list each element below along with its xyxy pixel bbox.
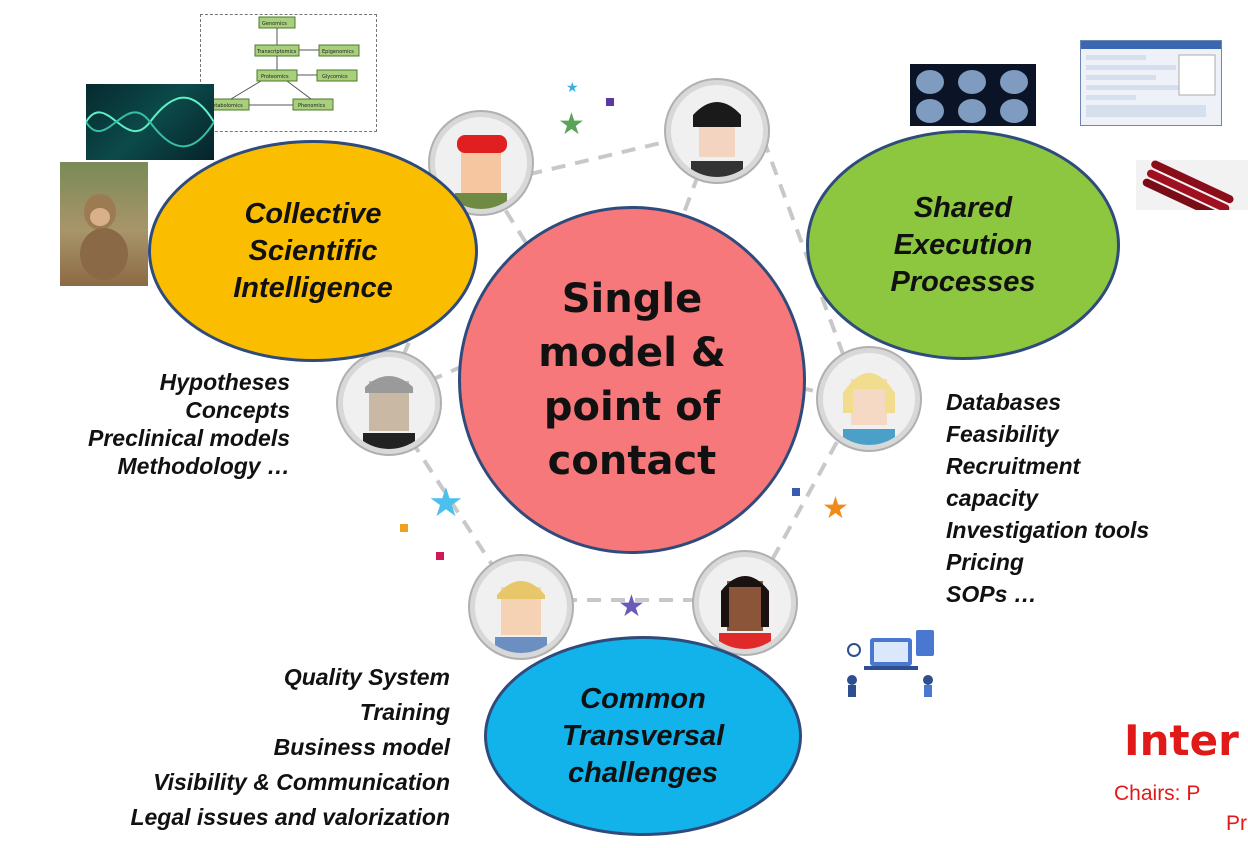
brain-scan-thumbnail [910, 64, 1036, 126]
center-bubble-single-model: Single model & point of contact [458, 206, 806, 554]
list-item: capacity [946, 485, 1039, 511]
list-bottom: Quality System Training Business model V… [130, 660, 450, 835]
star-icon: ★ [822, 492, 849, 525]
bubble-bottom-label: Common Transversal challenges [561, 682, 725, 789]
telemedicine-icon-thumbnail [834, 620, 946, 700]
star-icon: ★ [566, 79, 579, 95]
avatar-dark-skin-woman [694, 552, 796, 654]
dot-icon [606, 98, 614, 106]
footer-chairs-line2: Pr [1226, 812, 1247, 835]
omics-node-label: Glycomics [322, 74, 348, 80]
bubble-left-label: Collective Scientific Intelligence [233, 197, 393, 304]
monkey-photo-thumbnail [60, 162, 148, 286]
list-item: Feasibility [946, 421, 1059, 447]
avatar-blonde-woman [818, 348, 920, 450]
bubble-right-label: Shared Execution Processes [890, 191, 1036, 298]
list-right: Databases Feasibility Recruitment capaci… [946, 386, 1149, 610]
star-icon: ★ [558, 108, 585, 141]
list-item: SOPs … [946, 581, 1037, 607]
omics-node-label: Metabolomics [208, 103, 243, 109]
dna-image-thumbnail [86, 84, 214, 160]
list-item: Quality System [283, 664, 450, 690]
list-item: Pricing [946, 549, 1024, 575]
list-item: Concepts [185, 397, 290, 423]
omics-node-label: Phenomics [298, 103, 325, 109]
star-icon: ★ [618, 590, 645, 623]
omics-node-label: Epigenomics [322, 49, 354, 55]
list-item: Preclinical models [88, 425, 290, 451]
bubble-collective-scientific-intelligence: Collective Scientific Intelligence [148, 140, 478, 362]
list-item: Investigation tools [946, 517, 1150, 543]
footer-chairs: Chairs: P [1114, 782, 1201, 805]
list-item: Databases [946, 389, 1062, 415]
list-item: Recruitment [946, 453, 1081, 479]
omics-node-label: Genomics [262, 21, 287, 27]
star-icon: ★ [428, 481, 464, 525]
software-screenshot-thumbnail [1080, 40, 1222, 126]
avatar-dark-hair [666, 80, 768, 182]
avatar-blonde-man [470, 556, 572, 658]
bubble-shared-execution-processes: Shared Execution Processes [806, 130, 1120, 360]
avatar-grey-hair [338, 352, 440, 454]
dot-icon [436, 552, 444, 560]
list-item: Hypotheses [159, 369, 290, 395]
center-label: Single model & point of contact [538, 276, 726, 484]
dot-icon [400, 524, 408, 532]
bubble-common-transversal-challenges: Common Transversal challenges [484, 636, 802, 836]
footer-title: Inter [1124, 716, 1239, 765]
list-item: Legal issues and valorization [130, 804, 450, 830]
omics-node-label: Transcriptomics [256, 49, 297, 55]
dot-icon [792, 488, 800, 496]
list-item: Visibility & Communication [153, 769, 450, 795]
omics-diagram-graphic: Genomics Transcriptomics Epigenomics Pro… [204, 16, 360, 111]
blood-tubes-thumbnail [1136, 160, 1248, 210]
omics-node-label: Proteomics [261, 74, 289, 80]
list-item: Methodology … [117, 453, 290, 479]
list-item: Business model [273, 734, 450, 760]
list-left: Hypotheses Concepts Preclinical models M… [88, 368, 290, 480]
omics-diagram-thumbnail: Genomics Transcriptomics Epigenomics Pro… [200, 14, 377, 132]
list-item: Training [359, 699, 450, 725]
